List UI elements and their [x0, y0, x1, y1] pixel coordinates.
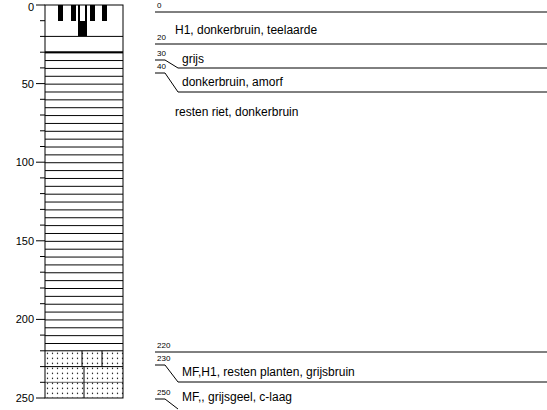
axis-number: 250 [16, 392, 34, 404]
axis-number: 200 [16, 313, 34, 325]
axis-number: 50 [22, 78, 34, 90]
axis-number: 150 [16, 235, 34, 247]
axis-number: 100 [16, 156, 34, 168]
depth-value: 0 [157, 2, 161, 11]
humus-bars [58, 5, 107, 36]
layer-description: MF,, grijsgeel, c-laag [182, 391, 292, 404]
peat-pattern [45, 52, 123, 351]
layer-description: grijs [182, 53, 204, 66]
depth-ticks [36, 5, 45, 398]
depth-value: 230 [157, 355, 170, 364]
depth-value: 40 [157, 63, 166, 72]
layer-description: donkerbruin, amorf [182, 76, 283, 89]
layer-description: H1, donkerbruin, teelaarde [175, 24, 317, 37]
depth-value: 20 [157, 34, 166, 43]
layer-description: MF,H1, resten planten, grijsbruin [182, 366, 355, 379]
depth-value: 30 [157, 50, 166, 59]
depth-value: 220 [157, 342, 170, 351]
depth-value: 250 [157, 389, 170, 398]
sand-pattern [45, 351, 123, 398]
layer-lines [155, 12, 547, 409]
axis-number: 0 [28, 1, 34, 13]
layer-description: resten riet, donkerbruin [175, 106, 298, 119]
